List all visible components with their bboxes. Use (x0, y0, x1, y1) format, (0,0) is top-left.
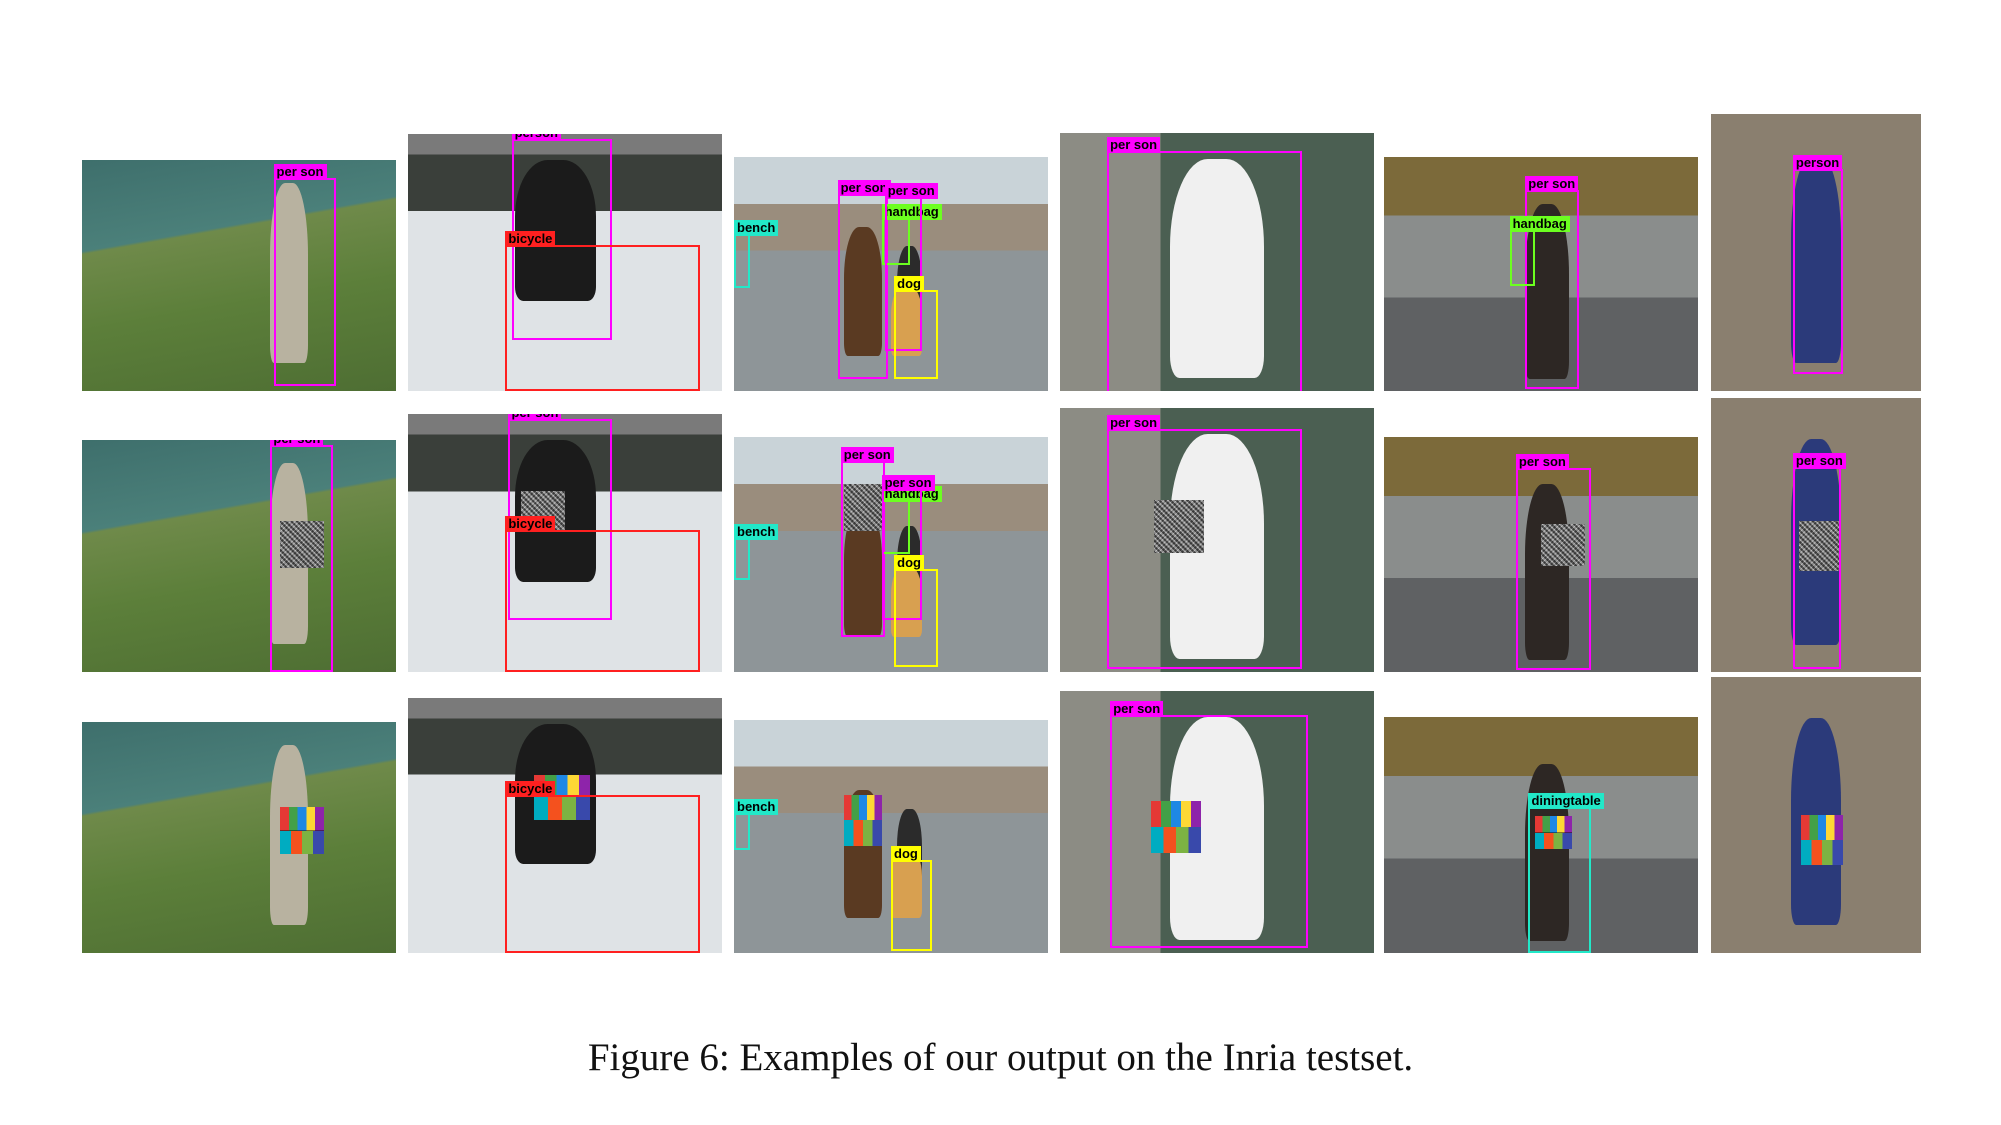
example-image: per son (82, 160, 396, 391)
adversarial-patch (843, 484, 882, 531)
adversarial-patch (1541, 523, 1585, 567)
handbag-label: handbag (881, 203, 942, 220)
adversarial-patch (1801, 815, 1844, 865)
bench-label: bench (734, 524, 779, 541)
dog-label: dog (894, 554, 924, 571)
example-image: diningtable (1384, 717, 1698, 953)
scene-background (82, 722, 396, 953)
example-image: person (1711, 114, 1921, 391)
person-detection-box (1792, 466, 1842, 670)
example-image: per son bicycle (408, 414, 722, 672)
diningtable-label: diningtable (1528, 792, 1604, 809)
person-label: per son (840, 446, 894, 463)
handbag-detection-box (1509, 229, 1535, 286)
person-label: per son (1107, 137, 1161, 154)
scene-background (82, 440, 396, 672)
person-label: per son (1110, 700, 1164, 717)
person-detection-box (1515, 467, 1592, 670)
example-image: bench per son handbag per son dog (734, 157, 1048, 391)
person-label: per son (1525, 175, 1579, 192)
example-image: per son handbag (1384, 157, 1698, 391)
person-detection-box (1107, 151, 1302, 391)
bench-label: bench (734, 799, 779, 816)
figure-caption: Figure 6: Examples of our output on the … (587, 1036, 1414, 1079)
bench-detection-box (734, 538, 750, 581)
bicycle-label: bicycle (505, 780, 556, 797)
dog-label: dog (891, 845, 921, 862)
example-image: per son (1384, 437, 1698, 672)
bench-detection-box (734, 813, 750, 851)
example-image: bench dog (734, 720, 1048, 953)
person-detection-box (270, 444, 334, 672)
example-image: per son (1711, 398, 1921, 672)
person-detection-box (1110, 714, 1309, 948)
subject-silhouette (891, 285, 923, 356)
person-label: per son (1107, 415, 1161, 432)
adversarial-patch (843, 794, 882, 847)
person-label: per son (881, 474, 935, 491)
example-image: bicycle (408, 698, 722, 953)
dog-detection-box (894, 568, 939, 668)
subject-silhouette (843, 227, 882, 356)
handbag-label: handbag (1509, 215, 1570, 232)
person-label: per son (508, 414, 562, 422)
bicycle-label: bicycle (505, 230, 556, 247)
person-label: per son (884, 182, 938, 199)
adversarial-patch (279, 521, 324, 568)
bicycle-detection-box (505, 244, 700, 391)
bench-label: bench (734, 220, 779, 237)
example-image: per son (1060, 408, 1374, 672)
person-detection-box (273, 178, 337, 387)
subject-silhouette (1169, 158, 1265, 379)
subject-silhouette (514, 159, 597, 302)
subject-silhouette (270, 183, 309, 364)
adversarial-patch (1799, 521, 1842, 571)
dog-label: dog (894, 276, 924, 293)
person-label: per son (1515, 453, 1569, 470)
bicycle-detection-box (505, 794, 700, 953)
person-label: per son (1792, 452, 1846, 469)
person-label: per son (837, 180, 891, 197)
example-image: per son (1060, 133, 1374, 391)
example-image (1711, 677, 1921, 953)
dog-detection-box (894, 290, 939, 380)
example-image: per son (82, 440, 396, 672)
diningtable-detection-box (1528, 806, 1592, 953)
person-detection-box (837, 194, 888, 380)
person-label: per son (273, 164, 327, 181)
subject-silhouette (1525, 203, 1570, 380)
dog-detection-box (891, 859, 932, 951)
scene-background (82, 160, 396, 391)
subject-silhouette (891, 566, 923, 637)
person-label: person (511, 134, 561, 142)
person-detection-box (1792, 169, 1844, 375)
person-label: person (1792, 155, 1843, 172)
example-image: person bicycle (408, 134, 722, 391)
subject-silhouette (1790, 155, 1842, 364)
bench-detection-box (734, 234, 750, 289)
person-label: per son (270, 440, 324, 447)
example-image (82, 722, 396, 953)
person-detection-box (1107, 429, 1302, 670)
adversarial-patch (1151, 801, 1202, 854)
bicycle-label: bicycle (505, 516, 556, 533)
subject-silhouette (1525, 484, 1570, 661)
adversarial-patch (279, 807, 324, 854)
person-detection-box (840, 460, 885, 637)
adversarial-patch (1534, 816, 1573, 850)
bicycle-detection-box (505, 530, 700, 672)
example-image: per son (1060, 691, 1374, 953)
adversarial-patch (1154, 500, 1205, 554)
